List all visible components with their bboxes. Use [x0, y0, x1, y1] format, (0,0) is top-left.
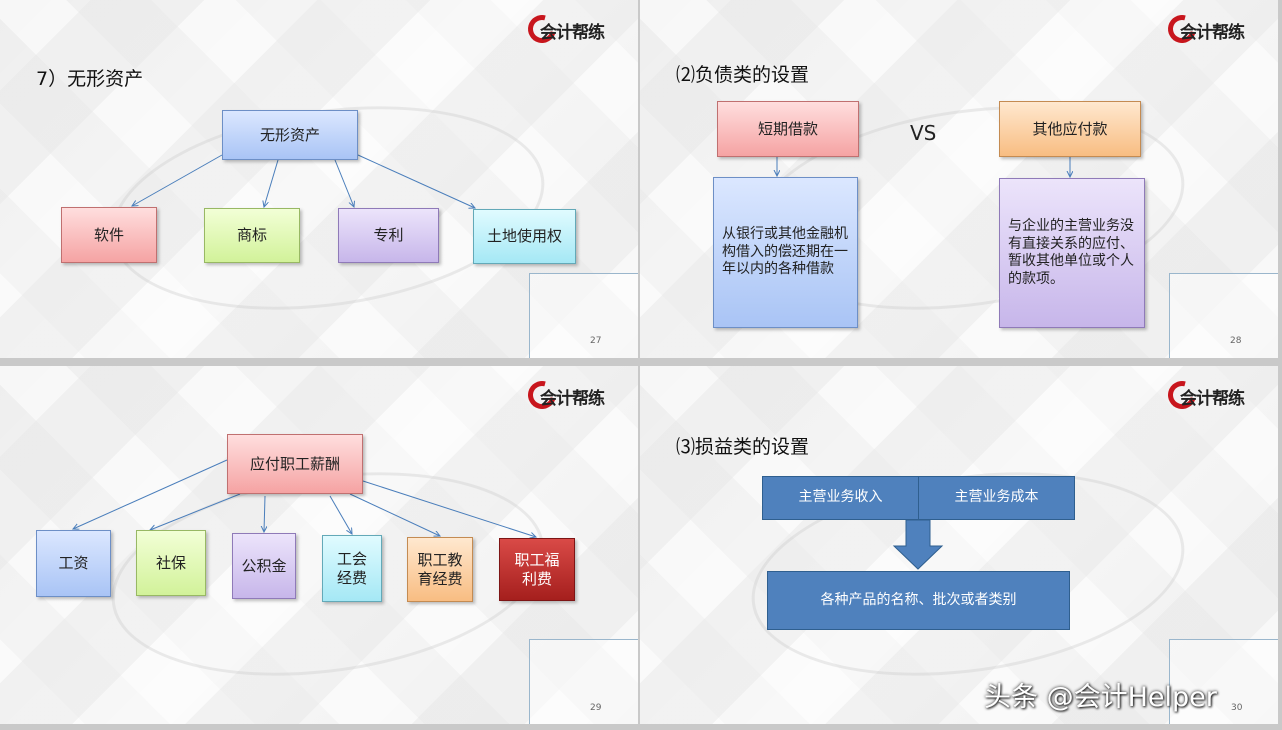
income-box: 主营业务收入: [762, 476, 919, 520]
child-node: 职工福利费: [499, 538, 575, 601]
vs-label: VS: [910, 121, 937, 145]
liability-right-label: 其他应付款: [999, 101, 1141, 157]
child-node: 土地使用权: [473, 209, 576, 264]
connector-lines: [0, 154, 638, 358]
child-node: 软件: [61, 207, 157, 263]
root-node: 应付职工薪酬: [227, 434, 363, 494]
corner-frame: [1169, 639, 1278, 724]
slide-29: 会计帮练 应付职工薪酬 工资 社保 公积金 工会经费 职工教育经费 职工福利费 …: [0, 366, 638, 724]
slide-title: ⑶损益类的设置: [676, 436, 810, 458]
page-number: 30: [1231, 703, 1243, 713]
child-node: 社保: [136, 530, 206, 596]
child-node: 公积金: [232, 533, 296, 599]
logo-text: 会计帮练: [1180, 23, 1245, 43]
child-node: 职工教育经费: [407, 537, 473, 602]
child-node: 商标: [204, 208, 300, 263]
root-node: 无形资产: [222, 110, 358, 160]
down-arrow-icon: [892, 519, 944, 570]
slide-28: 会计帮练 ⑵负债类的设置 短期借款 VS 其他应付款 从银行或其他金融机构借入的…: [640, 0, 1278, 358]
child-node: 专利: [338, 208, 439, 263]
cost-box: 主营业务成本: [918, 476, 1075, 520]
corner-frame: [1169, 273, 1278, 358]
logo-text: 会计帮练: [1180, 389, 1245, 409]
slide-title: 7）无形资产: [36, 68, 144, 90]
author-watermark: 头条 @会计Helper: [984, 682, 1217, 713]
logo-text: 会计帮练: [540, 389, 605, 409]
corner-frame: [529, 639, 638, 724]
logo: 会计帮练: [522, 375, 610, 415]
corner-frame: [529, 273, 638, 358]
page-number: 28: [1230, 336, 1242, 346]
logo: 会计帮练: [1162, 9, 1250, 49]
child-node: 工资: [36, 530, 111, 597]
logo: 会计帮练: [522, 9, 610, 49]
page-number: 27: [590, 336, 602, 346]
liability-right-desc: 与企业的主营业务没有直接关系的应付、暂收其他单位或个人的款项。: [999, 178, 1145, 328]
page-number: 29: [590, 703, 602, 713]
slide-30: 会计帮练 ⑶损益类的设置 主营业务收入 主营业务成本 各种产品的名称、批次或者类…: [640, 366, 1278, 724]
logo: 会计帮练: [1162, 375, 1250, 415]
child-node: 工会经费: [322, 535, 382, 602]
liability-left-desc: 从银行或其他金融机构借入的偿还期在一年以内的各种借款: [713, 177, 858, 328]
slide-title: ⑵负债类的设置: [676, 64, 810, 86]
connector-lines: [640, 157, 1278, 358]
logo-text: 会计帮练: [540, 23, 605, 43]
slide-27: 会计帮练 7）无形资产 无形资产 软件 商标 专利 土地使用权 27: [0, 0, 638, 358]
product-category-box: 各种产品的名称、批次或者类别: [767, 571, 1070, 630]
connector-lines: [0, 459, 638, 724]
liability-left-label: 短期借款: [717, 101, 859, 157]
